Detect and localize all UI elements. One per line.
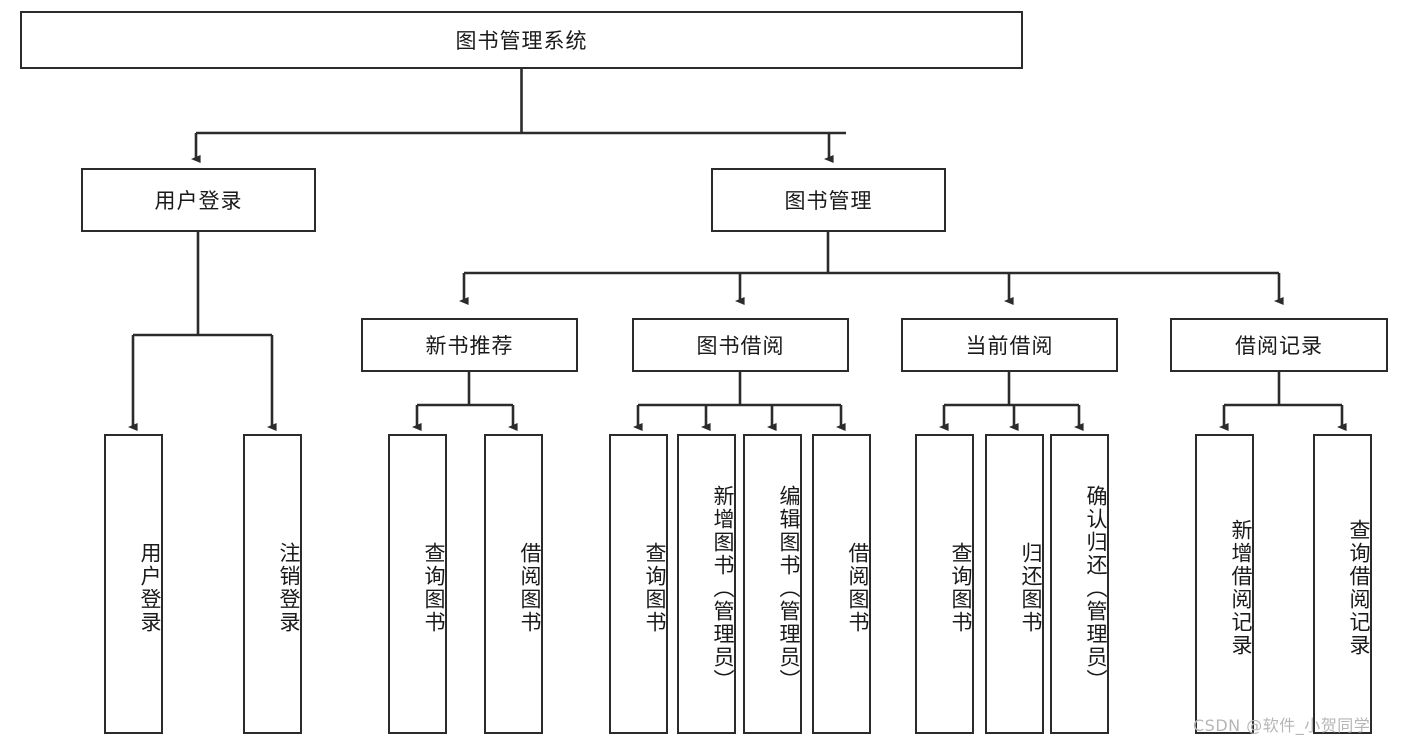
node-leaf-add-record-label: 新增借阅记录 — [1229, 519, 1253, 657]
node-leaf-add-record[interactable]: 新增借阅记录 — [1195, 434, 1254, 734]
node-user-login[interactable]: 用户登录 — [81, 168, 316, 232]
node-new-book-recommend-label: 新书推荐 — [425, 334, 514, 358]
node-leaf-borrow-book-1[interactable]: 借阅图书 — [484, 434, 543, 734]
node-new-book-recommend[interactable]: 新书推荐 — [361, 318, 578, 372]
node-book-borrow-label: 图书借阅 — [696, 334, 785, 358]
node-leaf-query-book-3[interactable]: 查询图书 — [915, 434, 974, 734]
node-book-borrow[interactable]: 图书借阅 — [632, 318, 849, 372]
node-leaf-return-book[interactable]: 归还图书 — [985, 434, 1044, 734]
node-leaf-query-book-1-label: 查询图书 — [422, 542, 446, 634]
node-book-manage[interactable]: 图书管理 — [711, 168, 946, 232]
node-leaf-confirm-return-label: 确认归还（管理员） — [1084, 484, 1108, 692]
node-leaf-user-logout[interactable]: 注销登录 — [243, 434, 302, 734]
node-leaf-user-login[interactable]: 用户登录 — [104, 434, 163, 734]
node-user-login-label: 用户登录 — [154, 189, 243, 213]
node-borrow-record[interactable]: 借阅记录 — [1170, 318, 1388, 372]
node-leaf-borrow-book-2[interactable]: 借阅图书 — [812, 434, 871, 734]
node-leaf-edit-book-label: 编辑图书（管理员） — [777, 484, 801, 692]
node-current-borrow[interactable]: 当前借阅 — [901, 318, 1118, 372]
node-leaf-query-book-2-label: 查询图书 — [643, 542, 667, 634]
node-leaf-confirm-return[interactable]: 确认归还（管理员） — [1050, 434, 1109, 734]
node-borrow-record-label: 借阅记录 — [1235, 334, 1323, 358]
node-leaf-add-book-label: 新增图书（管理员） — [711, 484, 735, 692]
node-leaf-return-book-label: 归还图书 — [1019, 542, 1043, 634]
node-leaf-user-logout-label: 注销登录 — [277, 542, 301, 634]
node-leaf-edit-book[interactable]: 编辑图书（管理员） — [743, 434, 802, 734]
node-leaf-query-book-1[interactable]: 查询图书 — [388, 434, 447, 734]
watermark-text: CSDN @软件_小贺同学 — [1193, 716, 1371, 735]
node-root[interactable]: 图书管理系统 — [20, 11, 1023, 69]
node-leaf-query-book-2[interactable]: 查询图书 — [609, 434, 668, 734]
node-current-borrow-label: 当前借阅 — [965, 334, 1054, 358]
node-book-manage-label: 图书管理 — [784, 189, 873, 213]
node-leaf-borrow-book-1-label: 借阅图书 — [518, 542, 542, 634]
node-root-label: 图书管理系统 — [455, 29, 588, 53]
node-leaf-user-login-label: 用户登录 — [138, 542, 162, 634]
node-leaf-borrow-book-2-label: 借阅图书 — [846, 542, 870, 634]
node-leaf-query-record-label: 查询借阅记录 — [1347, 519, 1371, 657]
node-leaf-query-book-3-label: 查询图书 — [949, 542, 973, 634]
node-leaf-query-record[interactable]: 查询借阅记录 — [1313, 434, 1372, 734]
node-leaf-add-book[interactable]: 新增图书（管理员） — [677, 434, 736, 734]
